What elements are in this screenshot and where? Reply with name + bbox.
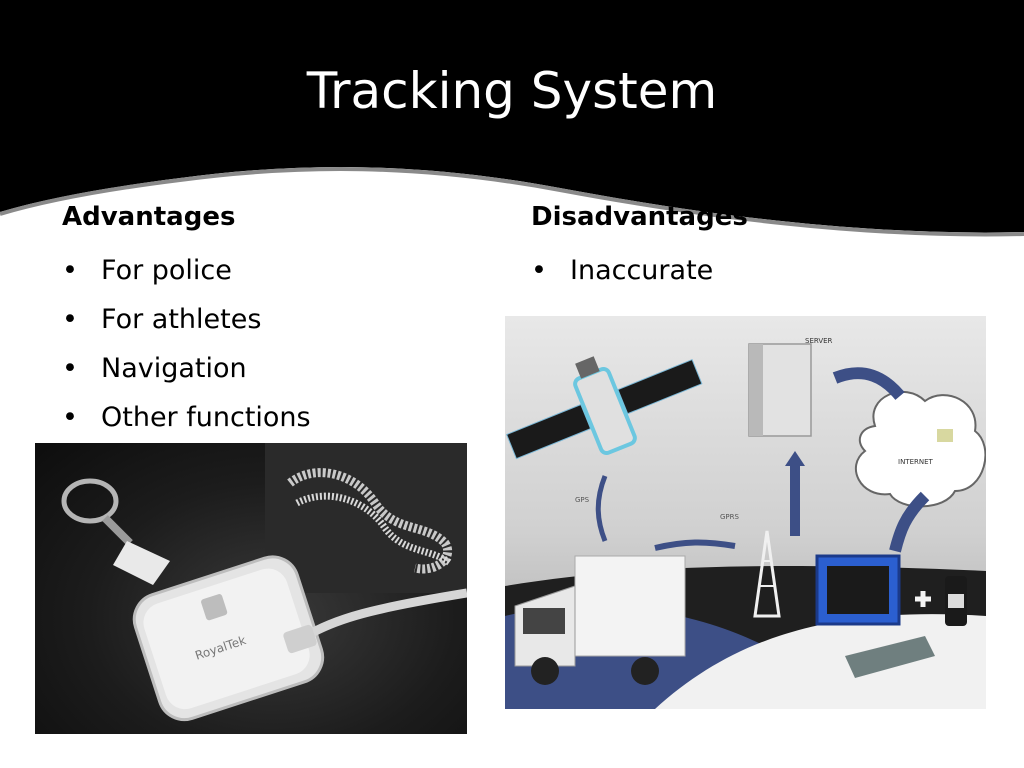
gps-device-photo: RoyalTek [35,443,467,734]
server-label: SERVER [805,337,833,345]
advantages-list: For police For athletes Navigation Other… [62,246,311,442]
slide-title: Tracking System [306,62,718,120]
list-item: Other functions [62,393,311,442]
list-item: Inaccurate [531,246,713,295]
gps-label: GPS [575,496,590,504]
disadvantages-heading: Disadvantages [531,202,748,232]
list-item: For athletes [62,295,311,344]
internet-label: INTERNET [898,458,934,466]
advantages-heading: Advantages [62,202,236,232]
tracking-diagram: GPS SERVER INTERNET GPRS [505,316,986,709]
header-band [0,0,1024,237]
disadvantages-list: Inaccurate [531,246,713,295]
list-item: Navigation [62,344,311,393]
list-item: For police [62,246,311,295]
gprs-label: GPRS [720,513,740,521]
